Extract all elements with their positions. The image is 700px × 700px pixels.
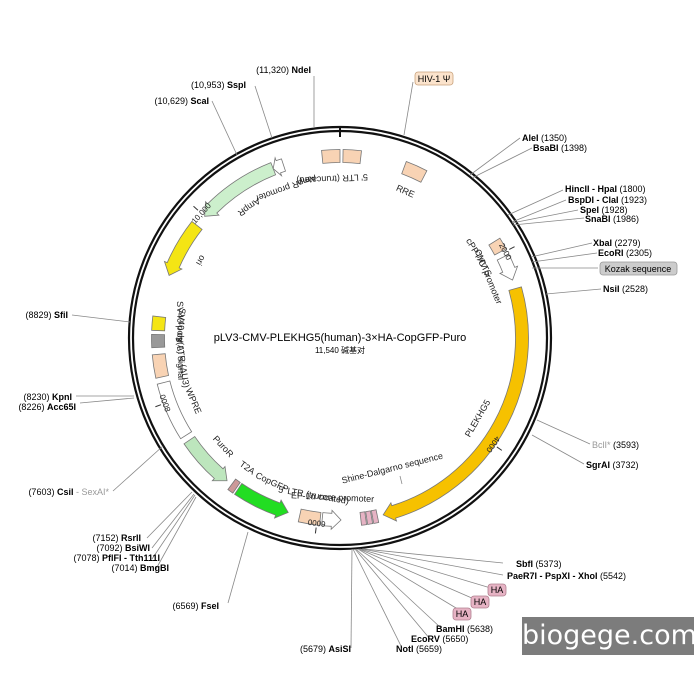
shine-dalgarno-label: Shine-Dalgarno sequence	[341, 451, 444, 486]
site-asisi: (5679) AsiSI	[300, 644, 351, 654]
site-labels: (11,320) NdeI (10,953) SspI (10,629) Sca…	[18, 65, 652, 654]
tick-mark-4000	[496, 446, 503, 451]
tick-mark-8000	[155, 404, 162, 408]
feature-rre	[401, 161, 428, 183]
site-csii: (7603) CsiI - SexAI*	[28, 487, 109, 497]
site-xbai: XbaI (2279)	[593, 238, 641, 248]
feature-5-ltr-truncated	[321, 149, 341, 164]
site-pflfi: (7078) PflFI - Tth111I	[73, 553, 160, 563]
site-sgrai: SgrAI (3732)	[586, 460, 639, 470]
tick-mark-2000	[509, 246, 515, 250]
feature-sv40-poly-a-signal	[151, 334, 166, 349]
feature-ampr-promoter	[272, 156, 286, 177]
site-bamhi: BamHI (5638)	[436, 624, 493, 634]
feature-label-puror: PuroR	[211, 434, 236, 460]
plasmid-name: pLV3-CMV-PLEKHG5(human)-3×HA-CopGFP-Puro	[214, 332, 467, 344]
tag-ha-2: HA	[470, 595, 490, 609]
site-bspdi-clai: BspDI - ClaI (1923)	[568, 195, 647, 205]
feature-label-copgfp: CopGFP	[254, 470, 290, 494]
site-ecori: EcoRI (2305)	[598, 248, 652, 258]
site-acc65i: (8226) Acc65I	[18, 402, 76, 412]
feature-5-ltr-block-2	[342, 149, 362, 165]
feature-cmv-promoter	[496, 253, 519, 281]
site-ndei: (11,320) NdeI	[256, 65, 311, 75]
site-spei: SpeI (1928)	[580, 205, 628, 215]
site-noti: NotI (5659)	[396, 644, 442, 654]
feature-wpre	[156, 380, 193, 440]
site-kpni: (8230) KpnI	[23, 392, 72, 402]
feature-puror	[183, 435, 228, 482]
feature-ori	[163, 220, 203, 276]
feature-label-5-ltr-truncated: 5' LTR (truncated)	[296, 172, 368, 185]
tag-kozak: Kozak sequence	[599, 261, 678, 276]
feature-ha-tag-3	[359, 511, 368, 526]
svg-text:HA: HA	[474, 597, 487, 607]
feature-5-ltr-truncated-2	[297, 508, 322, 526]
site-alei: AleI (1350)	[522, 133, 567, 143]
shine-dalgarno-leader	[399, 475, 403, 485]
site-bmgbi: (7014) BmgBI	[111, 563, 169, 573]
feature-sv40-ori	[151, 315, 167, 332]
tag-ha-3: HA	[452, 607, 472, 621]
site-sspi: (10,953) SspI	[191, 80, 246, 90]
plasmid-size: 11,540 碱基对	[315, 345, 365, 355]
site-bsabi: BsaBI (1398)	[533, 143, 587, 153]
svg-text:Kozak sequence: Kozak sequence	[605, 264, 672, 274]
site-leaders	[71, 76, 602, 649]
feature-label-ori: ori	[194, 254, 208, 268]
tick-label-6000: 6000	[307, 517, 326, 528]
site-sbfi: SbfI (5373)	[516, 559, 562, 569]
feature-3-ltr-u3	[151, 353, 170, 379]
feature-label-t2a: T2A	[238, 459, 257, 477]
watermark: biogege.com	[522, 617, 697, 655]
feature-copgfp	[234, 482, 289, 519]
feature-ef-1-core-promoter	[321, 509, 342, 531]
site-scai: (10,629) ScaI	[154, 96, 209, 106]
site-fsei: (6569) FseI	[172, 601, 219, 611]
feature-label-sv40-ori: SV40 ori	[175, 308, 188, 343]
site-rsrii: (7152) RsrII	[92, 533, 141, 543]
feature-ha-tag-2	[365, 510, 374, 525]
svg-text:HIV-1 Ψ: HIV-1 Ψ	[418, 74, 451, 84]
site-nsii: NsiI (2528)	[603, 284, 648, 294]
svg-text:HA: HA	[456, 609, 469, 619]
tag-ha-1: HA	[487, 583, 507, 597]
feature-label-cmv-promoter: CMV promoter	[473, 248, 505, 306]
feature-cppt-cts	[488, 237, 507, 256]
site-bsiwi: (7092) BsiWI	[96, 543, 150, 553]
feature-label-rre: RRE	[395, 183, 416, 200]
site-hincii-hpai: HincII - HpaI (1800)	[565, 184, 646, 194]
tick-mark-6000	[314, 527, 317, 534]
feature-t2a	[227, 478, 241, 494]
feature-ampr	[204, 162, 277, 217]
feature-label-ef-1-core-promoter: EF-1α core promoter	[291, 490, 375, 504]
site-snabi: SnaBI (1986)	[585, 214, 639, 224]
feature-ha-tag	[370, 509, 380, 524]
feature-label-sv40-poly-a-signal: SV40 poly(A) signal	[175, 301, 186, 380]
site-bcli: BclI* (3593)	[592, 440, 639, 450]
feature-label-wpre: WPRE	[184, 387, 204, 416]
site-sfii: (8829) SfiI	[25, 310, 68, 320]
svg-text:HA: HA	[491, 585, 504, 595]
tick-mark-10000	[193, 205, 199, 211]
site-ecorv: EcoRV (5650)	[411, 634, 468, 644]
site-xhoi: PaeR7I - PspXI - XhoI (5542)	[507, 571, 626, 581]
feature-plekhg5	[382, 286, 529, 522]
tag-hiv-psi: HIV-1 Ψ	[414, 71, 454, 86]
